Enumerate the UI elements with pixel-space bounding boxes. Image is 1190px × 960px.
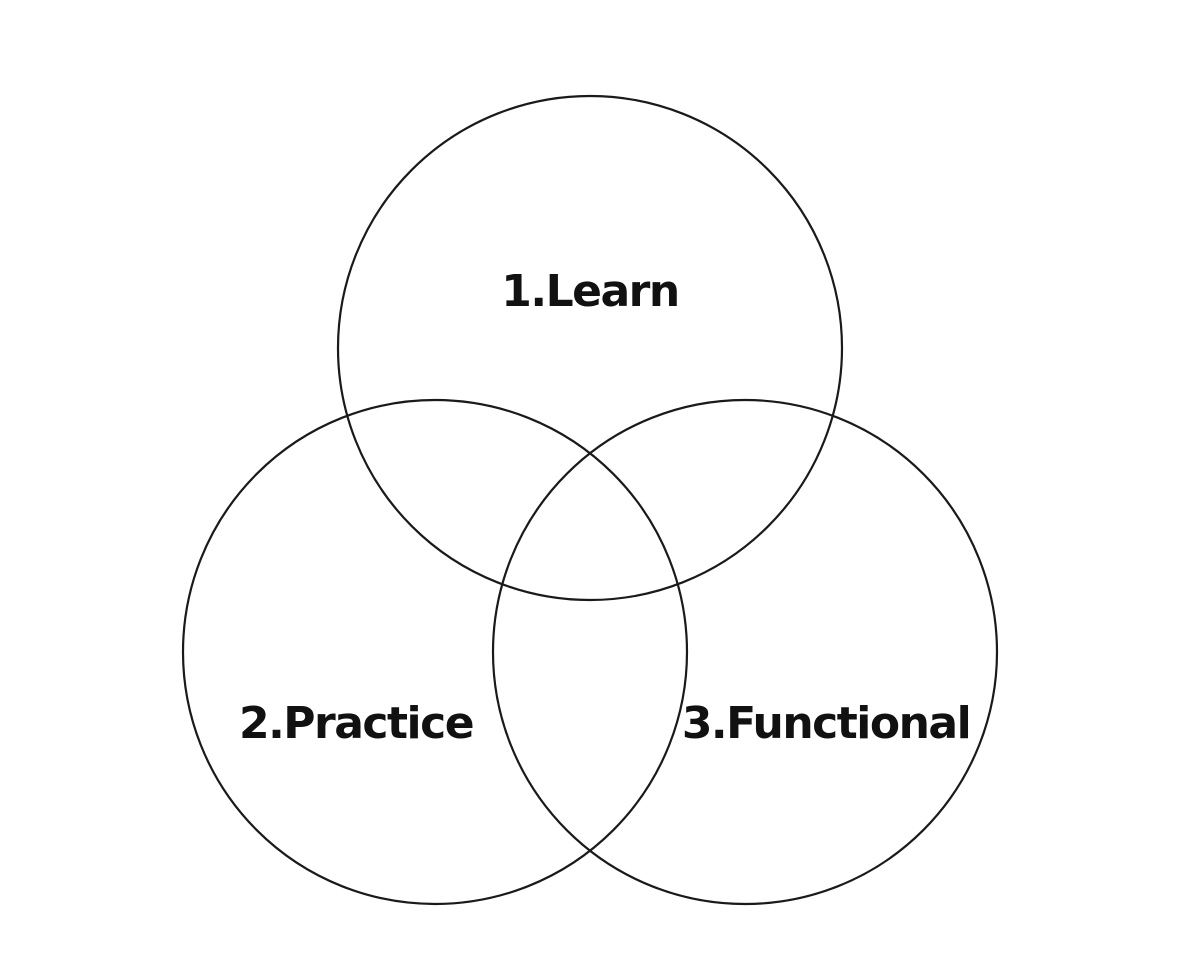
label-functional: 3.Functional bbox=[682, 698, 970, 749]
label-practice: 2.Practice bbox=[239, 698, 473, 749]
circle-learn bbox=[336, 94, 844, 602]
label-learn: 1.Learn bbox=[501, 266, 678, 317]
circle-functional bbox=[491, 398, 999, 906]
circle-practice bbox=[181, 398, 689, 906]
